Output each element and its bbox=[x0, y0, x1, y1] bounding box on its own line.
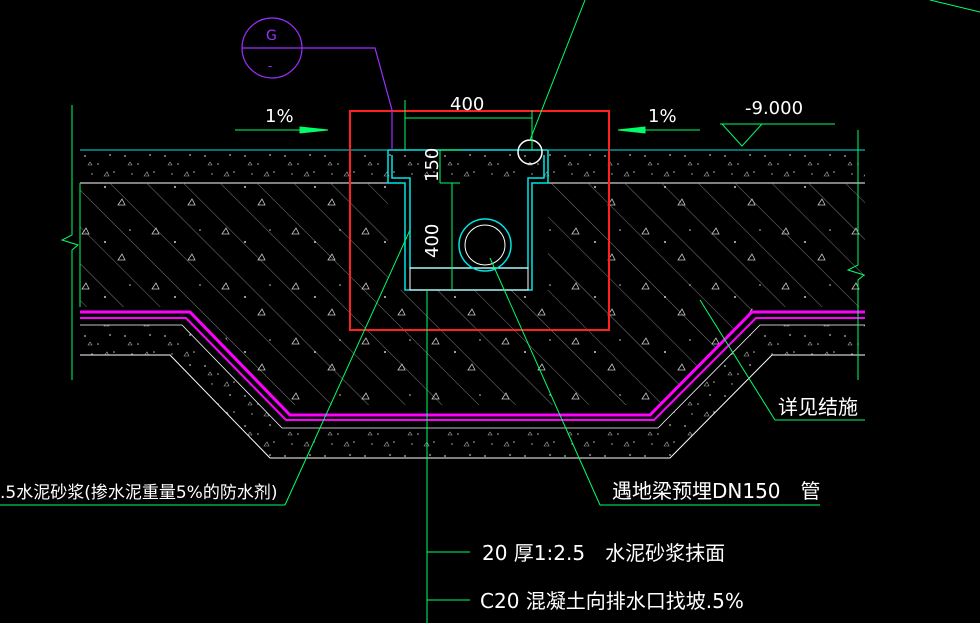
see-structure-note: 详见结施 bbox=[778, 395, 858, 419]
section-sub: - bbox=[268, 59, 272, 73]
slope-arrows bbox=[235, 126, 700, 134]
dimension-lines bbox=[404, 100, 533, 290]
mortar-face-note: 20 厚1:2.5 水泥砂浆抹面 bbox=[482, 541, 725, 565]
blinding-layer bbox=[80, 324, 865, 459]
slope-left-label: 1% bbox=[265, 106, 294, 127]
elevation-symbol bbox=[720, 123, 835, 147]
concrete-slope-note: C20 混凝土向排水口找坡.5% bbox=[480, 589, 744, 613]
dimension-depth-lower: 400 bbox=[422, 224, 443, 258]
highlight-box[interactable] bbox=[349, 110, 610, 331]
section-letter: G bbox=[266, 28, 277, 44]
screed-layer bbox=[80, 149, 865, 184]
dimension-depth-upper: 150 bbox=[422, 148, 443, 182]
structural-slab bbox=[79, 183, 865, 405]
dimension-width: 400 bbox=[450, 94, 484, 115]
drain-channel bbox=[387, 149, 549, 291]
pipe-note: 遇地梁预埋DN150 管 bbox=[612, 479, 821, 503]
pipe-dn150 bbox=[458, 218, 512, 272]
section-symbol bbox=[241, 17, 393, 150]
slope-right-label: 1% bbox=[648, 106, 677, 127]
waterproof-membrane bbox=[80, 310, 865, 421]
break-symbols bbox=[60, 105, 866, 380]
elevation-label: -9.000 bbox=[745, 98, 803, 119]
mortar-left-note: .5水泥砂浆(掺水泥重量5%的防水剂) bbox=[0, 483, 277, 503]
